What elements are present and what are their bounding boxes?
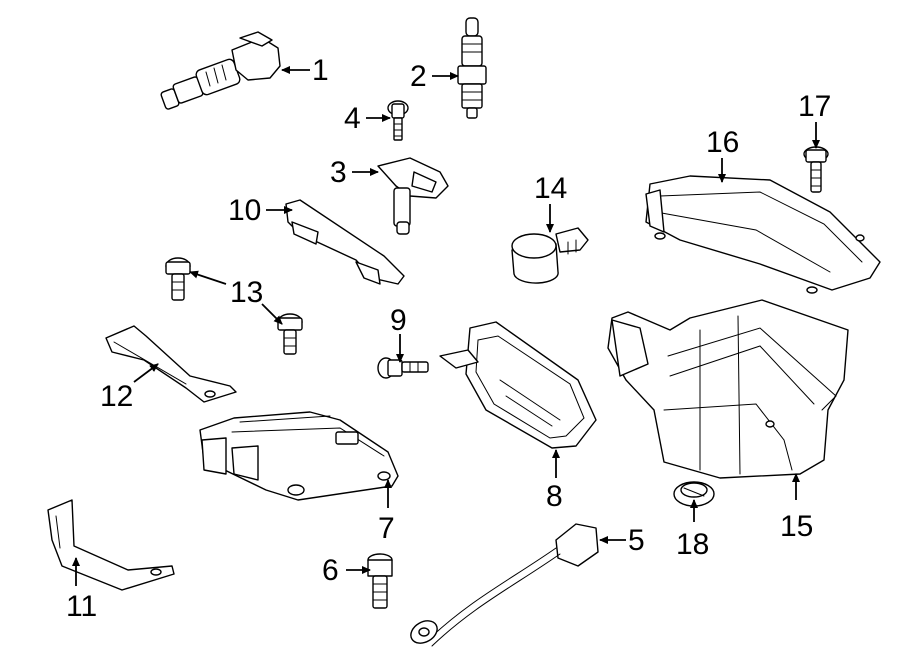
callout-10: 10 <box>228 194 261 227</box>
part-3-sensor <box>377 157 449 235</box>
part-1-ignition-coil <box>160 31 281 110</box>
callout-11: 11 <box>66 590 97 623</box>
callout-7: 7 <box>378 512 395 545</box>
part-15-air-box-lower <box>607 299 849 479</box>
callout-labels: 1 2 3 4 5 6 7 8 9 10 11 12 13 14 15 16 1… <box>66 54 831 623</box>
callout-15: 15 <box>780 510 813 543</box>
part-2-spark-plug <box>457 17 487 119</box>
part-7-control-module <box>199 411 399 501</box>
callout-13: 13 <box>230 276 263 309</box>
callout-18: 18 <box>676 528 709 561</box>
callout-8: 8 <box>546 480 563 513</box>
arrow-13b <box>261 303 283 325</box>
arrow-12 <box>133 363 159 383</box>
callout-6: 6 <box>322 554 339 587</box>
part-8-mounting-tray <box>439 321 597 449</box>
callout-2: 2 <box>410 60 427 93</box>
callout-1: 1 <box>312 54 329 87</box>
part-16-air-box-upper <box>645 175 881 294</box>
callout-17: 17 <box>798 90 831 123</box>
part-14-canister <box>511 227 589 284</box>
callout-4: 4 <box>344 102 361 135</box>
callout-12: 12 <box>100 380 133 413</box>
callout-5: 5 <box>628 524 645 557</box>
callout-16: 16 <box>706 126 739 159</box>
part-13-bolts <box>165 257 303 355</box>
callout-14: 14 <box>534 172 567 205</box>
callout-3: 3 <box>330 156 347 189</box>
part-4-bolt <box>387 100 409 141</box>
arrow-13a <box>189 270 227 285</box>
part-12-bracket <box>105 325 237 403</box>
part-6-bolt <box>367 553 393 609</box>
part-17-bolt <box>803 146 829 193</box>
part-10-bracket <box>285 199 405 285</box>
leader-arrows <box>72 66 820 586</box>
part-18-grommet <box>673 481 715 507</box>
callout-9: 9 <box>390 304 407 337</box>
part-11-bracket <box>47 499 175 591</box>
part-9-bolt <box>377 357 429 379</box>
part-5-knock-sensor <box>410 523 599 647</box>
